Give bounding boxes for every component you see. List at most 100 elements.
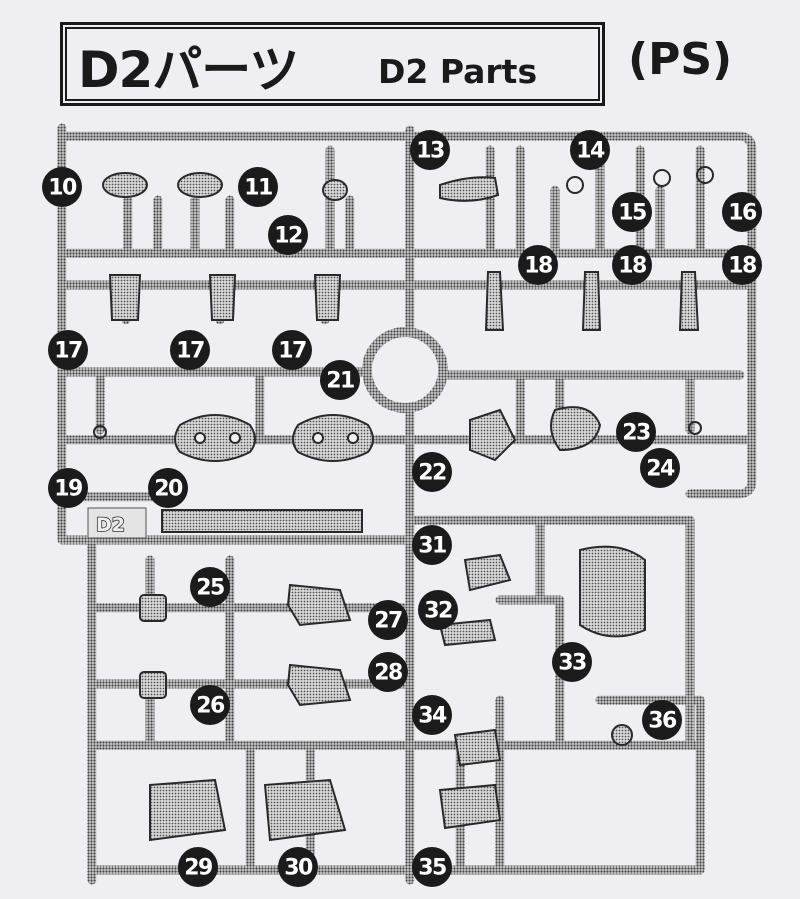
part-number-disc — [48, 330, 88, 370]
part-number-label: 33 — [558, 651, 586, 676]
part-number-badge: 26 — [190, 685, 230, 725]
part-number-badge: 31 — [412, 525, 452, 565]
part-number-badge: 29 — [178, 847, 218, 887]
part-number-badge: 20 — [148, 468, 188, 508]
part-number-disc — [552, 642, 592, 682]
part-number-label: 24 — [646, 457, 675, 482]
part-number-badge: 15 — [612, 192, 652, 232]
material-code: (PS) — [628, 34, 733, 85]
part-number-disc — [368, 600, 408, 640]
part-number-badge: 18 — [518, 245, 558, 285]
part-number-disc — [42, 167, 82, 207]
part-number-badge: 34 — [412, 695, 452, 735]
part-number-badge: 11 — [238, 167, 278, 207]
part-number-badge: 13 — [410, 130, 450, 170]
part-number-badge: 23 — [616, 412, 656, 452]
part-number-label: 20 — [154, 477, 183, 502]
sprue-runners — [57, 123, 757, 885]
part-number-label: 32 — [424, 599, 452, 624]
part-number-disc — [368, 652, 408, 692]
part-number-label: 19 — [54, 477, 82, 502]
part-number-disc — [178, 847, 218, 887]
part-number-label: 17 — [176, 339, 204, 364]
part-number-disc — [278, 847, 318, 887]
part-number-disc — [148, 468, 188, 508]
part-number-badge: 24 — [640, 448, 680, 488]
part-number-label: 18 — [618, 254, 646, 279]
part-number-label: 16 — [728, 201, 757, 226]
part-number-label: 27 — [374, 609, 402, 634]
part-number-label: 30 — [284, 856, 313, 881]
part-number-label: 17 — [54, 339, 82, 364]
part-number-badge: 18 — [722, 245, 762, 285]
part-number-disc — [410, 130, 450, 170]
part-number-badge: 16 — [722, 192, 762, 232]
part-number-label: 36 — [648, 709, 677, 734]
part-number-label: 11 — [244, 176, 272, 201]
part-number-badge: 17 — [272, 330, 312, 370]
part-number-disc — [170, 330, 210, 370]
part-number-label: 22 — [418, 461, 446, 486]
part-number-label: 21 — [326, 369, 354, 394]
part-number-disc — [190, 685, 230, 725]
part-number-badge: 28 — [368, 652, 408, 692]
part-number-label: 31 — [418, 534, 446, 559]
part-number-label: 14 — [576, 139, 605, 164]
part-number-badge: 19 — [48, 468, 88, 508]
part-number-disc — [722, 192, 762, 232]
part-number-label: 13 — [416, 139, 444, 164]
part-number-label: 18 — [524, 254, 552, 279]
part-number-badge: 10 — [42, 167, 82, 207]
part-number-label: 28 — [374, 661, 402, 686]
part-number-disc — [412, 695, 452, 735]
part-number-label: 29 — [184, 856, 212, 881]
part-number-disc — [190, 567, 230, 607]
part-number-label: 18 — [728, 254, 756, 279]
part-number-label: 10 — [48, 176, 77, 201]
part-number-disc — [612, 245, 652, 285]
part-number-label: 25 — [196, 576, 224, 601]
part-number-label: 15 — [618, 201, 646, 226]
sprue-label: D2 — [96, 514, 125, 536]
part-number-disc — [642, 700, 682, 740]
part-number-badge: 35 — [412, 847, 452, 887]
part-number-label: 35 — [418, 856, 446, 881]
title-english: D2 Parts — [378, 52, 538, 91]
part-number-badge: 25 — [190, 567, 230, 607]
part-number-badge: 33 — [552, 642, 592, 682]
title-japanese: D2パーツ — [78, 41, 299, 99]
part-shapes — [93, 166, 714, 842]
part-number-badge: 17 — [48, 330, 88, 370]
part-number-disc — [272, 330, 312, 370]
part-number-disc — [640, 448, 680, 488]
part-number-disc — [412, 525, 452, 565]
part-number-disc — [570, 130, 610, 170]
part-number-badge: 32 — [418, 590, 458, 630]
part-number-disc — [412, 452, 452, 492]
part-number-badge: 27 — [368, 600, 408, 640]
part-number-label: 17 — [278, 339, 306, 364]
part-number-disc — [48, 468, 88, 508]
part-number-disc — [320, 360, 360, 400]
part-number-badge: 22 — [412, 452, 452, 492]
part-number-disc — [518, 245, 558, 285]
part-number-badge: 17 — [170, 330, 210, 370]
part-number-disc — [612, 192, 652, 232]
part-number-badge: 12 — [268, 215, 308, 255]
part-number-badge: 14 — [570, 130, 610, 170]
part-number-label: 12 — [274, 224, 302, 249]
sprue-label-plate: D2 — [87, 507, 147, 539]
part-number-label: 34 — [418, 704, 447, 729]
part-number-badge: 36 — [642, 700, 682, 740]
part-number-disc — [722, 245, 762, 285]
part-number-badge: 18 — [612, 245, 652, 285]
part-number-badge: 21 — [320, 360, 360, 400]
part-number-disc — [268, 215, 308, 255]
title-frame — [60, 22, 605, 106]
part-number-disc — [418, 590, 458, 630]
part-number-disc — [616, 412, 656, 452]
part-number-disc — [238, 167, 278, 207]
part-number-disc — [412, 847, 452, 887]
